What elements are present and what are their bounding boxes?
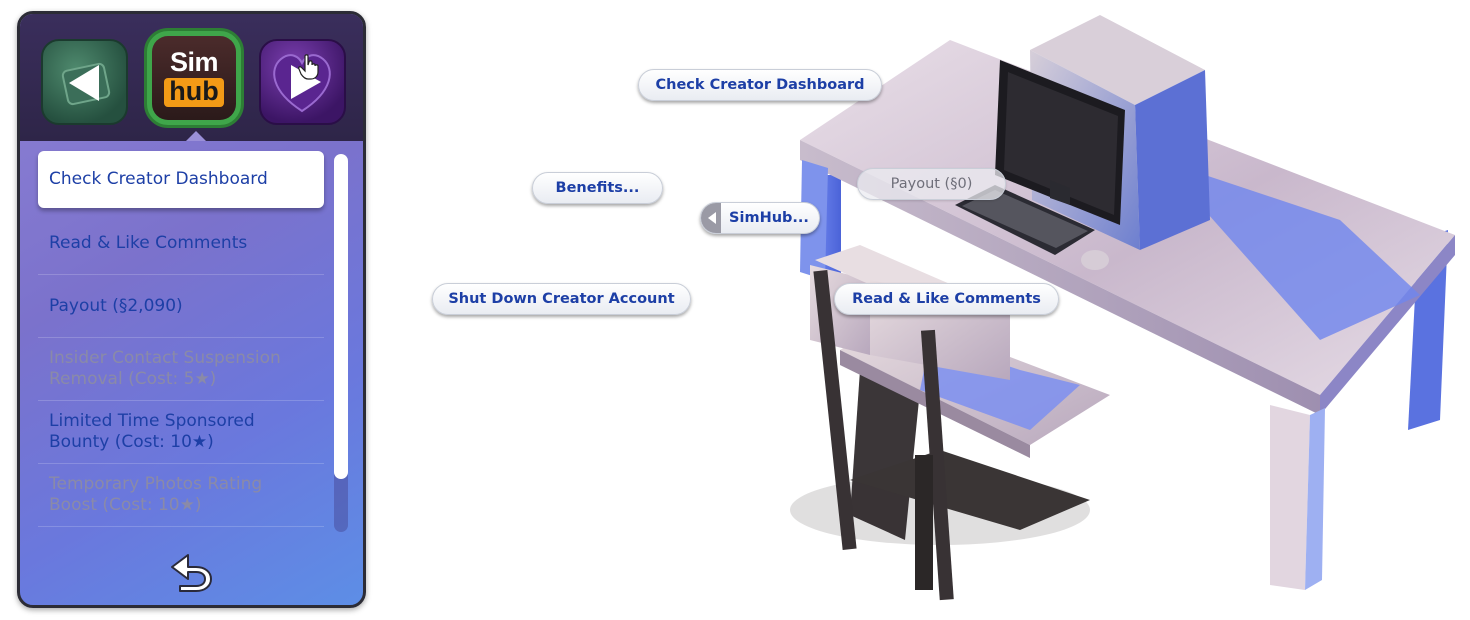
simhub-logo-icon: Sim hub xyxy=(152,36,236,120)
pie-label: Payout (§0) xyxy=(890,176,973,192)
previous-tab-button[interactable] xyxy=(41,39,128,125)
next-tab-button[interactable] xyxy=(259,39,346,125)
panel-header: Sim hub xyxy=(20,14,363,141)
simhub-logo-hub: hub xyxy=(164,78,224,107)
arrow-left-icon xyxy=(61,62,111,106)
list-item-label: Payout (§2,090) xyxy=(49,295,183,316)
interaction-list: Check Creator Dashboard Read & Like Comm… xyxy=(38,149,324,527)
simhub-tab-button[interactable]: Sim hub xyxy=(144,28,244,128)
pie-read-like-comments[interactable]: Read & Like Comments xyxy=(834,283,1059,315)
list-item-insider-contact-suspension: Insider Contact Suspension Removal (Cost… xyxy=(38,338,324,401)
computer-tower xyxy=(1030,15,1205,105)
pie-benefits[interactable]: Benefits... xyxy=(532,172,663,204)
scrollbar-thumb[interactable] xyxy=(334,154,348,479)
list-item-label: Insider Contact Suspension Removal (Cost… xyxy=(49,348,281,389)
pie-check-creator-dashboard[interactable]: Check Creator Dashboard xyxy=(638,69,882,101)
computer-mouse xyxy=(1081,250,1109,270)
interaction-panel: Sim hub Check Creator Dashboard Read & L… xyxy=(17,11,366,608)
simhub-logo-sim: Sim xyxy=(169,47,219,77)
list-item-read-like-comments[interactable]: Read & Like Comments xyxy=(38,212,324,275)
list-item-label: Temporary Photos Rating Boost (Cost: 10★… xyxy=(49,474,263,515)
list-item-limited-time-sponsored-bounty[interactable]: Limited Time Sponsored Bounty (Cost: 10★… xyxy=(38,401,324,464)
scrollbar-track[interactable] xyxy=(334,154,348,532)
selected-tab-caret xyxy=(186,131,206,141)
pie-label: Read & Like Comments xyxy=(852,291,1041,307)
list-item-payout[interactable]: Payout (§2,090) xyxy=(38,275,324,338)
pie-label: SimHub... xyxy=(729,210,809,226)
pie-label: Shut Down Creator Account xyxy=(448,291,675,307)
panel-edge-notch xyxy=(363,134,366,234)
list-item-label: Check Creator Dashboard xyxy=(49,169,268,189)
pie-label: Benefits... xyxy=(555,180,640,196)
back-chevron-icon xyxy=(701,203,721,233)
pie-shut-down-creator-account[interactable]: Shut Down Creator Account xyxy=(432,283,691,315)
pie-label: Check Creator Dashboard xyxy=(655,77,865,93)
list-item-check-creator-dashboard[interactable]: Check Creator Dashboard xyxy=(38,151,324,208)
list-item-label: Read & Like Comments xyxy=(49,232,248,253)
hand-cursor-icon xyxy=(298,54,319,80)
list-item-label: Limited Time Sponsored Bounty (Cost: 10★… xyxy=(49,411,255,452)
pie-payout: Payout (§0) xyxy=(857,168,1006,200)
undo-arrow-icon[interactable] xyxy=(166,549,216,593)
list-item-temporary-photos-rating-boost: Temporary Photos Rating Boost (Cost: 10★… xyxy=(38,464,324,527)
desk-leg-front-right xyxy=(1270,405,1310,590)
pie-simhub[interactable]: SimHub... xyxy=(700,202,820,234)
